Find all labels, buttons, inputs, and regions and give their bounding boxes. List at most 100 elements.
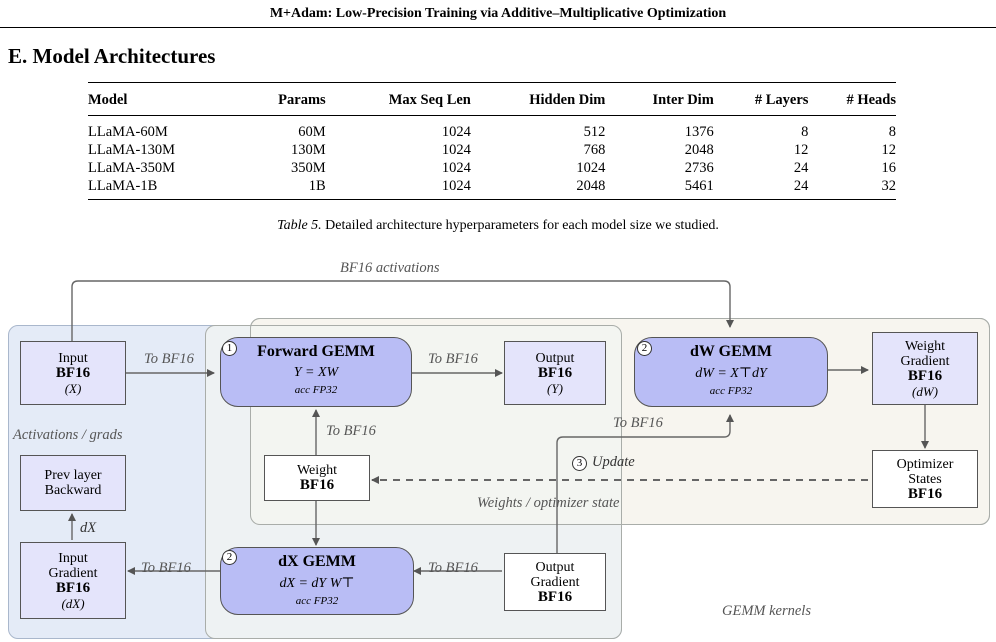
- table-cell: 16: [881, 159, 897, 176]
- table-cell: 1024: [441, 123, 471, 140]
- dx-gemm-title: dX GEMM: [278, 553, 356, 570]
- prev-layer-box: Prev layer Backward: [20, 455, 126, 511]
- table-caption: Table 5. Detailed architecture hyperpara…: [0, 218, 996, 234]
- optimizer-title-2: States: [908, 471, 942, 487]
- architecture-table: Model Params Max Seq Len Hidden Dim Inte…: [88, 82, 896, 200]
- header-rule: [0, 27, 996, 28]
- table-cell: 1024: [441, 177, 471, 194]
- prev-layer-line-1: Prev layer: [44, 468, 102, 483]
- table-row: LLaMA-1B 1B 1024 2048 5461 24 32: [88, 177, 896, 200]
- prev-layer-line-2: Backward: [44, 483, 102, 498]
- caption-label: Table 5.: [277, 218, 322, 233]
- output-gradient-dtype: BF16: [537, 588, 573, 605]
- output-dtype: BF16: [537, 364, 573, 381]
- gemm-kernels-label: GEMM kernels: [722, 603, 811, 619]
- running-head: M+Adam: Low-Precision Training via Addit…: [269, 6, 727, 21]
- weight-gradient-dtype: BF16: [907, 367, 943, 384]
- table-cell: 512: [583, 123, 606, 140]
- input-gradient-dtype: BF16: [55, 579, 91, 596]
- output-var: (Y): [547, 380, 563, 396]
- table-cell: 1024: [441, 159, 471, 176]
- to-bf16-label: To BF16: [141, 560, 191, 576]
- table-cell: 768: [583, 141, 606, 158]
- table-header-row: Model Params Max Seq Len Hidden Dim Inte…: [88, 82, 896, 116]
- column-header: Max Seq Len: [388, 92, 471, 108]
- diagram-wires: [68, 280, 929, 575]
- table-cell: 12: [881, 141, 897, 158]
- step-1-badge: 1: [222, 341, 237, 356]
- output-gradient-title-1: Output: [535, 559, 575, 575]
- table-cell: 1024: [441, 141, 471, 158]
- forward-gemm-equation: Y = XW: [293, 365, 339, 380]
- table-cell: 1376: [684, 123, 714, 140]
- bf16-activations-label: BF16 activations: [340, 260, 440, 276]
- weight-gradient-box: Weight Gradient BF16 (dW): [872, 332, 978, 405]
- table-cell: 24: [793, 159, 809, 176]
- table-cell: 24: [793, 177, 809, 194]
- table-cell: LLaMA-1B: [88, 177, 158, 194]
- table-cell: 130M: [291, 141, 326, 158]
- dx-gemm-equation: dX = dY W⊤: [279, 576, 355, 591]
- table-row: LLaMA-60M 60M 1024 512 1376 8 8: [88, 116, 896, 142]
- table-cell: 60M: [298, 123, 326, 140]
- table-cell: 2736: [684, 159, 714, 176]
- to-bf16-label: To BF16: [613, 415, 663, 431]
- column-header: # Layers: [754, 92, 809, 108]
- forward-gemm-acc: acc FP32: [294, 384, 338, 396]
- weight-box: Weight BF16: [264, 455, 370, 501]
- input-gradient-box: Input Gradient BF16 (dX): [20, 542, 126, 619]
- table-cell: 1B: [308, 177, 326, 194]
- output-box: Output BF16 (Y): [504, 341, 606, 405]
- dw-gemm-box: dW GEMM dW = X⊤dY acc FP32: [634, 337, 828, 407]
- input-gradient-title-1: Input: [58, 550, 88, 566]
- input-var: (X): [64, 380, 82, 396]
- table-cell: 2048: [684, 141, 714, 158]
- input-title: Input: [58, 350, 88, 366]
- table-cell: 32: [881, 177, 897, 194]
- output-title: Output: [535, 350, 575, 366]
- dw-gemm-title: dW GEMM: [690, 343, 772, 360]
- forward-gemm-box: Forward GEMM Y = XW acc FP32: [220, 337, 412, 407]
- weights-optimizer-state-label: Weights / optimizer state: [477, 495, 620, 511]
- column-header: Model: [88, 92, 128, 108]
- dx-gemm-acc: acc FP32: [295, 595, 339, 607]
- step-3-badge: 3: [572, 456, 587, 471]
- weight-gradient-var: (dW): [912, 383, 938, 399]
- input-box: Input BF16 (X): [20, 341, 126, 405]
- activations-grads-label: Activations / grads: [13, 427, 123, 443]
- input-dtype: BF16: [55, 364, 91, 381]
- weights-region-outline: [250, 318, 990, 525]
- column-header: Inter Dim: [652, 92, 714, 108]
- table-cell: 5461: [684, 177, 714, 194]
- dw-gemm-equation: dW = X⊤dY: [695, 366, 767, 381]
- table-cell: LLaMA-350M: [88, 159, 175, 176]
- update-label: Update: [592, 454, 635, 470]
- table-cell: 8: [888, 123, 896, 140]
- optimizer-states-box: Optimizer States BF16: [872, 450, 978, 508]
- output-gradient-box: Output Gradient BF16: [504, 553, 606, 611]
- to-bf16-label: To BF16: [326, 423, 376, 439]
- weight-title: Weight: [296, 463, 338, 478]
- caption-text: Detailed architecture hyperparameters fo…: [321, 218, 719, 233]
- output-gradient-title-2: Gradient: [530, 574, 580, 590]
- to-bf16-label: To BF16: [428, 351, 478, 367]
- optimizer-dtype: BF16: [907, 485, 943, 502]
- to-bf16-label: To BF16: [144, 351, 194, 367]
- section-title: E. Model Architectures: [8, 44, 216, 68]
- step-2b-badge: 2: [222, 550, 237, 565]
- weight-dtype: BF16: [299, 477, 335, 493]
- training-dataflow-diagram: BF16 activations To BF16 To BF16 To BF16…: [0, 255, 996, 642]
- table-row: LLaMA-130M 130M 1024 768 2048 12 12: [88, 141, 896, 159]
- input-gradient-var: (dX): [61, 595, 85, 611]
- dx-gemm-box: dX GEMM dX = dY W⊤ acc FP32: [220, 547, 414, 615]
- table-cell: 8: [801, 123, 809, 140]
- table-cell: 2048: [576, 177, 606, 194]
- weight-gradient-title-1: Weight: [904, 338, 946, 354]
- forward-gemm-title: Forward GEMM: [257, 343, 375, 360]
- column-header: Params: [278, 92, 326, 108]
- table-cell: 350M: [291, 159, 326, 176]
- to-bf16-label: To BF16: [428, 560, 478, 576]
- dw-gemm-acc: acc FP32: [709, 385, 753, 397]
- step-2-badge: 2: [637, 341, 652, 356]
- column-header: Hidden Dim: [529, 92, 606, 108]
